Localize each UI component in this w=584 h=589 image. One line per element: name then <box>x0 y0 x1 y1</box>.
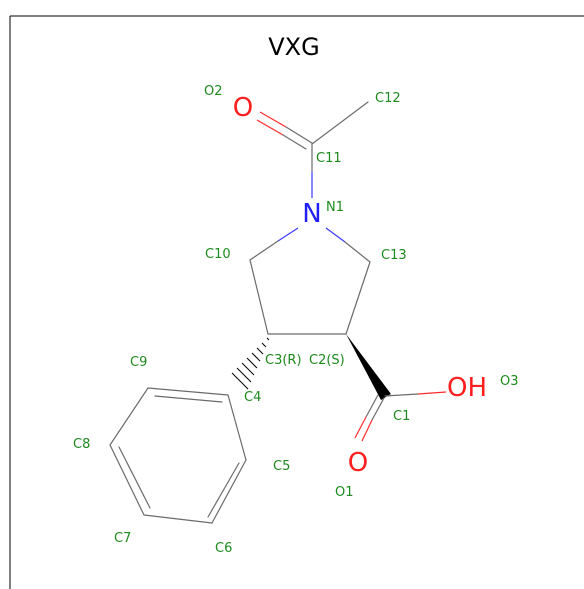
atom-n: N <box>302 199 321 229</box>
bond-o2-c11-red-b <box>256 119 284 136</box>
label-o1: O1 <box>335 485 354 500</box>
label-o2: O2 <box>204 84 223 99</box>
bond-c1-oh-gray <box>384 393 419 397</box>
bond-o2-c11-red-a <box>259 111 287 128</box>
bond-c9-c4-inner <box>154 395 223 403</box>
bond-n-c10-gray <box>249 240 279 261</box>
label-c6: C6 <box>215 541 232 556</box>
bond-c1-o1-gray-b <box>365 394 379 418</box>
bond-c1-oh-red <box>417 391 447 395</box>
bond-n-c13-gray <box>344 241 371 263</box>
label-n1: N1 <box>326 200 344 215</box>
bond-c13-c2 <box>345 261 371 335</box>
hashed-bond-c3-c4 <box>231 337 270 390</box>
label-c1: C1 <box>393 409 410 424</box>
label-c9: C9 <box>130 355 147 370</box>
atom-oh: OH <box>447 373 487 403</box>
bond-c1-o1-red-b <box>354 416 367 439</box>
label-c8: C8 <box>73 437 90 452</box>
bond-c9-c4 <box>147 387 229 396</box>
bond-n-c13-blue <box>325 227 346 243</box>
label-o3: O3 <box>500 374 519 389</box>
atom-o1: O <box>348 448 368 478</box>
bond-c1-o1-gray-a <box>371 397 385 421</box>
bond-c7-c8-inner <box>118 446 151 509</box>
label-c11: C11 <box>316 151 342 166</box>
bond-c8-c9 <box>109 387 149 446</box>
bond-c7-c8 <box>109 444 145 516</box>
label-c5: C5 <box>273 459 290 474</box>
label-c10: C10 <box>205 247 231 262</box>
label-c12: C12 <box>375 91 401 106</box>
label-c13: C13 <box>381 248 407 263</box>
bond-c5-c6 <box>211 459 247 524</box>
molecule-title: VXG <box>268 33 319 61</box>
label-c2: C2(S) <box>309 353 345 368</box>
bond-c10-c3 <box>249 259 269 335</box>
label-c4: C4 <box>244 390 261 405</box>
bond-o2-c11-gray-a <box>285 126 313 144</box>
bond-c5-c6-inner <box>207 462 240 518</box>
bond-c12-c11 <box>311 101 369 145</box>
atom-o2: O <box>233 93 253 123</box>
label-c7: C7 <box>114 531 131 546</box>
bond-o2-c11-gray-b <box>282 134 307 150</box>
bond-c4-c5 <box>227 394 247 461</box>
label-c3: C3(R) <box>265 353 302 368</box>
bond-c1-o1-red-a <box>361 419 373 442</box>
wedge-bond-c2-c1 <box>346 334 391 400</box>
bond-c6-c7 <box>143 514 213 524</box>
bond-n-c10-blue <box>277 227 299 242</box>
